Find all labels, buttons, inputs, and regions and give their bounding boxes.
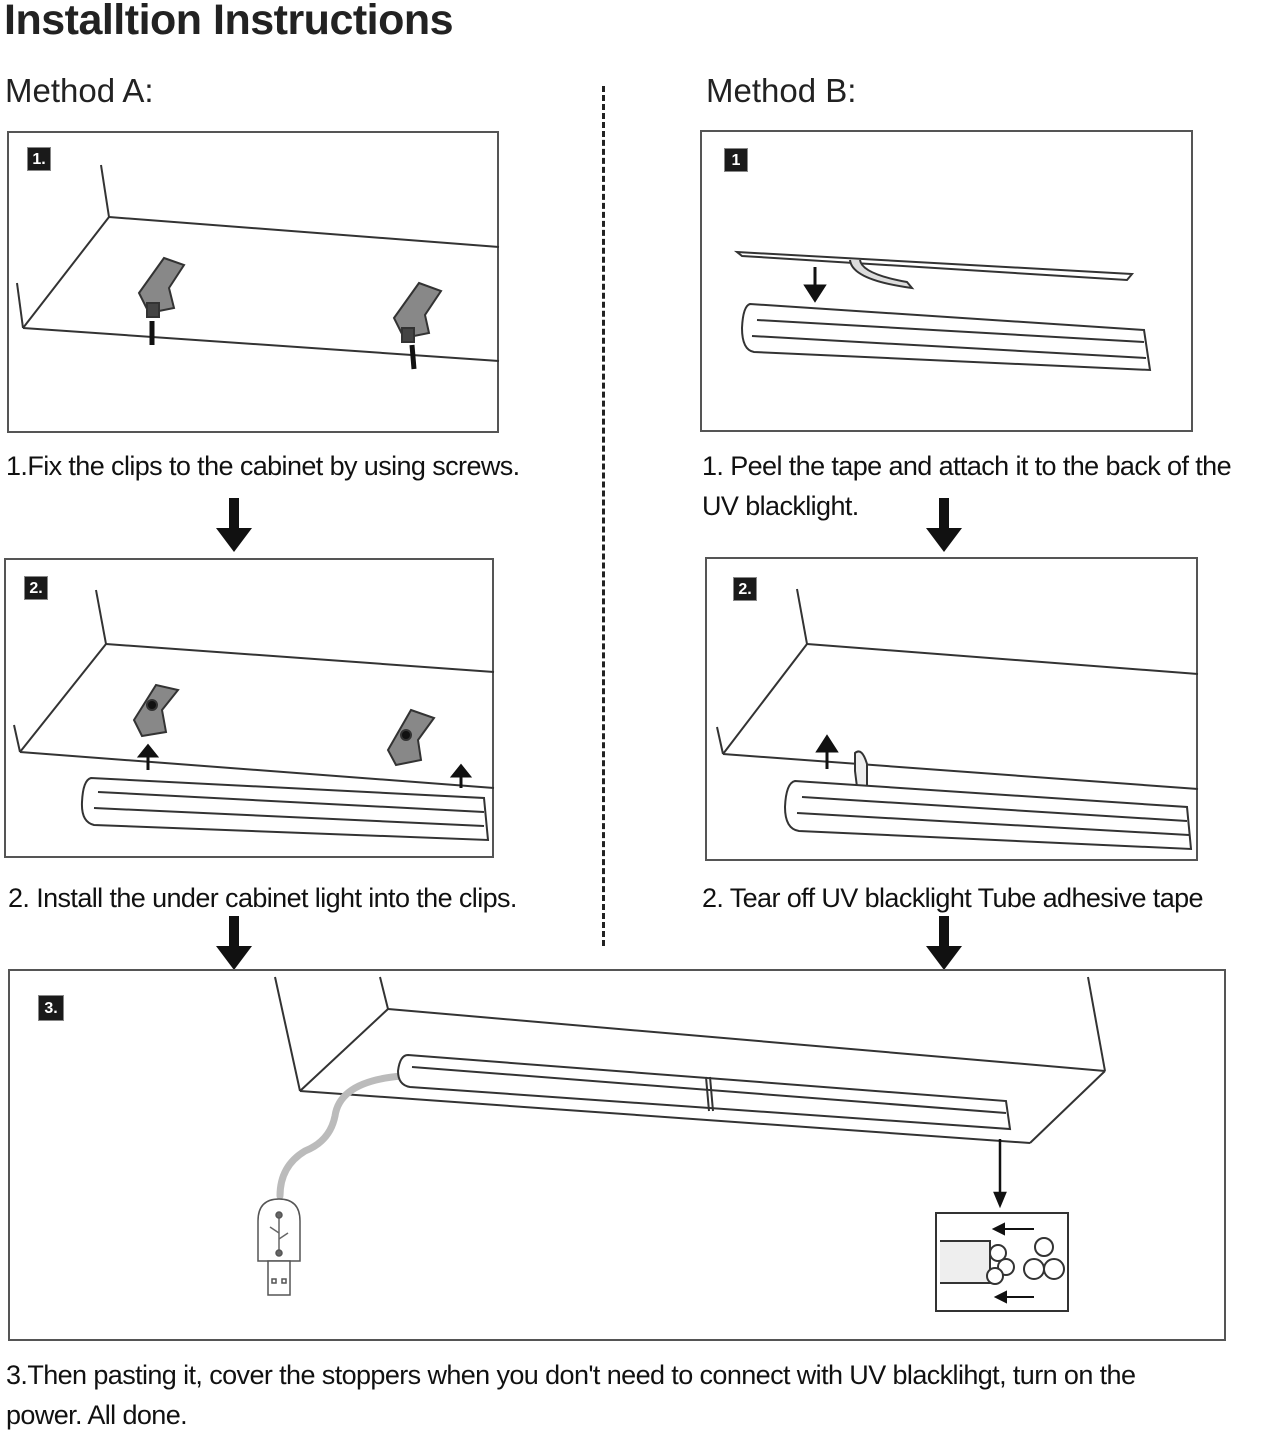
method-a-step2-illustration	[13, 589, 495, 842]
final-caption-line2: power. All done.	[6, 1400, 188, 1430]
method-a-label: Method A:	[5, 72, 154, 109]
clip-icon	[392, 281, 443, 370]
clip-icon	[386, 708, 436, 767]
left-arrow-icon	[991, 1222, 1034, 1304]
method-divider	[602, 86, 605, 946]
down-arrow-icon	[803, 267, 827, 303]
stopper-icon	[1023, 1237, 1065, 1280]
method-a-step2-caption: 2. Install the under cabinet light into …	[8, 883, 517, 913]
step-badge: 2.	[733, 577, 757, 601]
method-a-step1-illustration	[16, 164, 500, 370]
page-title: Installtion Instructions	[4, 0, 454, 44]
method-a-step1-panel: 1.	[7, 131, 500, 433]
down-arrow-icon	[216, 498, 252, 552]
tape-strip	[733, 250, 1135, 290]
usb-icon	[257, 1198, 301, 1296]
method-a-step2-panel: 2.	[4, 558, 495, 858]
clip-icon	[132, 683, 180, 738]
step-badge: 1.	[27, 147, 51, 171]
final-step-illustration	[257, 976, 1106, 1312]
up-arrow-icon	[815, 734, 839, 769]
method-b-step1-caption-line2: UV blacklight.	[702, 491, 859, 521]
step-badge: 3.	[38, 995, 64, 1021]
method-a-step1-caption: 1.Fix the clips to the cabinet by using …	[6, 451, 520, 481]
step-badge: 1	[724, 148, 748, 172]
down-arrow-icon	[216, 916, 252, 970]
light-tube	[396, 1053, 1012, 1131]
down-arrow-icon	[993, 1139, 1007, 1209]
method-b-label: Method B:	[706, 72, 857, 109]
step-badge: 2.	[24, 576, 48, 600]
stopper-inset	[935, 1212, 1069, 1312]
usb-cable	[276, 1072, 406, 1200]
final-step-panel: 3.	[8, 969, 1226, 1341]
down-arrow-icon	[926, 498, 962, 552]
final-caption-line1: 3.Then pasting it, cover the stoppers wh…	[6, 1360, 1136, 1390]
method-b-step2-panel: 2.	[705, 557, 1199, 861]
down-arrow-icon	[926, 916, 962, 970]
light-tube	[740, 302, 1152, 372]
light-tube	[80, 776, 490, 842]
method-b-step1-panel: 1	[700, 130, 1193, 432]
up-arrow-icon	[136, 743, 473, 788]
method-b-step1-illustration	[733, 250, 1152, 372]
method-b-step2-caption: 2. Tear off UV blacklight Tube adhesive …	[702, 883, 1204, 913]
peeling-tape	[854, 750, 868, 791]
light-tube	[783, 779, 1193, 851]
clip-icon	[137, 256, 186, 345]
method-b-step1-caption-line1: 1. Peel the tape and attach it to the ba…	[702, 451, 1232, 481]
method-b-step2-illustration	[716, 588, 1199, 851]
